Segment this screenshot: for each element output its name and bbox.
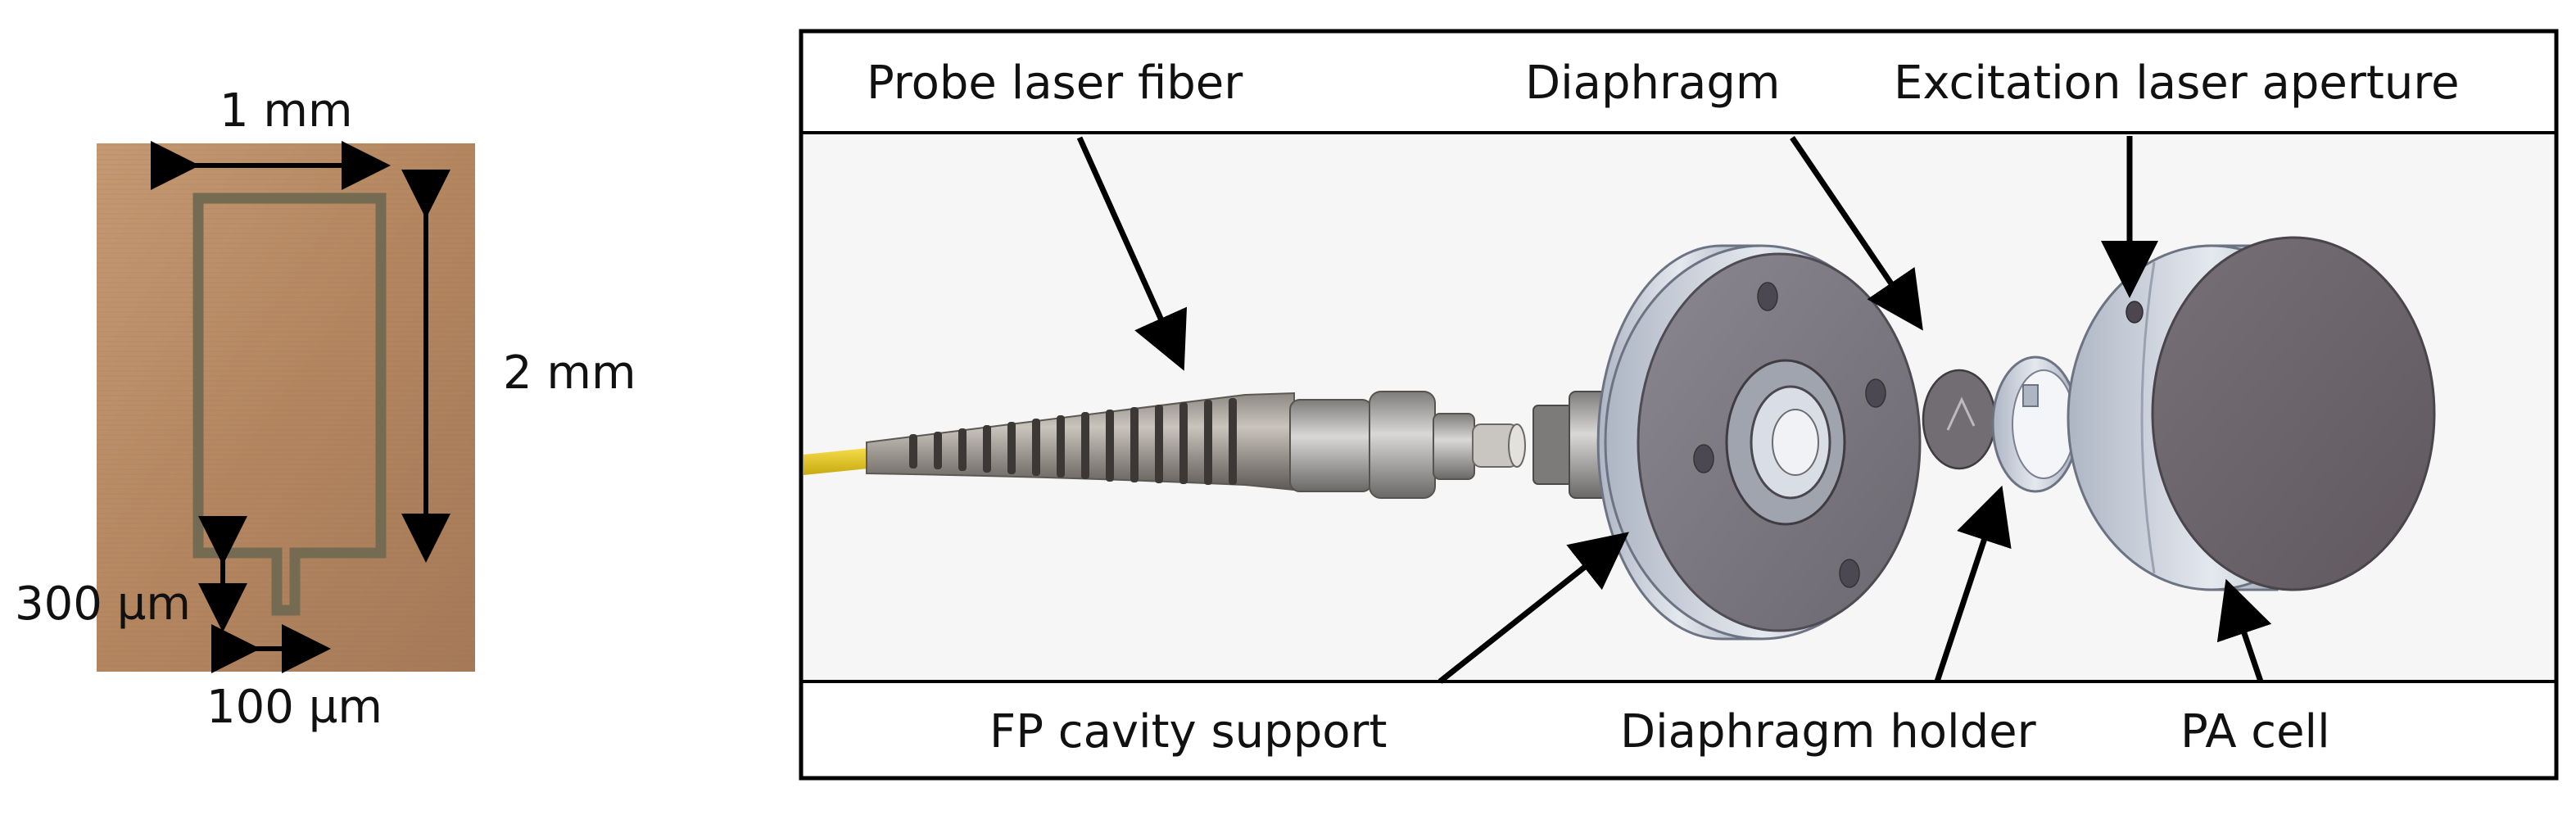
fp-support-pointer <box>1437 532 1629 684</box>
diaphragm-holder-label: Diaphragm holder <box>1620 705 2036 758</box>
fiber-boot-slots <box>909 398 1237 485</box>
diaphragm <box>1922 369 1997 470</box>
fp-support-label: FP cavity support <box>989 705 1388 758</box>
probe-laser-fiber <box>804 391 1526 499</box>
diaphragm-holder <box>1991 355 2080 493</box>
fiber-connector-nut <box>1369 391 1436 499</box>
pa-cell-label: PA cell <box>2180 705 2330 758</box>
diaphragm-label: Diaphragm <box>1525 57 1781 110</box>
right-panel-frame <box>799 29 2559 781</box>
fp-cavity-support <box>1596 244 1922 641</box>
fiber-connector-collar <box>1433 413 1475 480</box>
excitation-aperture-label: Excitation laser aperture <box>1894 57 2460 110</box>
pa-cell-pointer <box>2216 578 2272 683</box>
yellow-fiber-cable <box>804 448 868 475</box>
neck-length-label: 300 µm <box>15 577 191 631</box>
pointer-arrows <box>1076 136 2272 684</box>
excitation-laser-aperture-hole <box>2126 301 2144 324</box>
probe-fiber-pointer <box>1076 136 1188 371</box>
left-panel <box>97 141 475 673</box>
ferrule-tip <box>1508 423 1526 468</box>
pa-cell <box>2067 236 2436 591</box>
probe-fiber-label: Probe laser fiber <box>867 57 1243 110</box>
neck-width-label: 100 µm <box>206 681 383 734</box>
holder-pointer <box>1934 485 2012 683</box>
width-dimension-label: 1 mm <box>220 84 353 138</box>
height-dimension-label: 2 mm <box>503 346 636 400</box>
diaphragm-pointer <box>1790 136 1923 331</box>
fiber-connector-body <box>1289 399 1373 492</box>
